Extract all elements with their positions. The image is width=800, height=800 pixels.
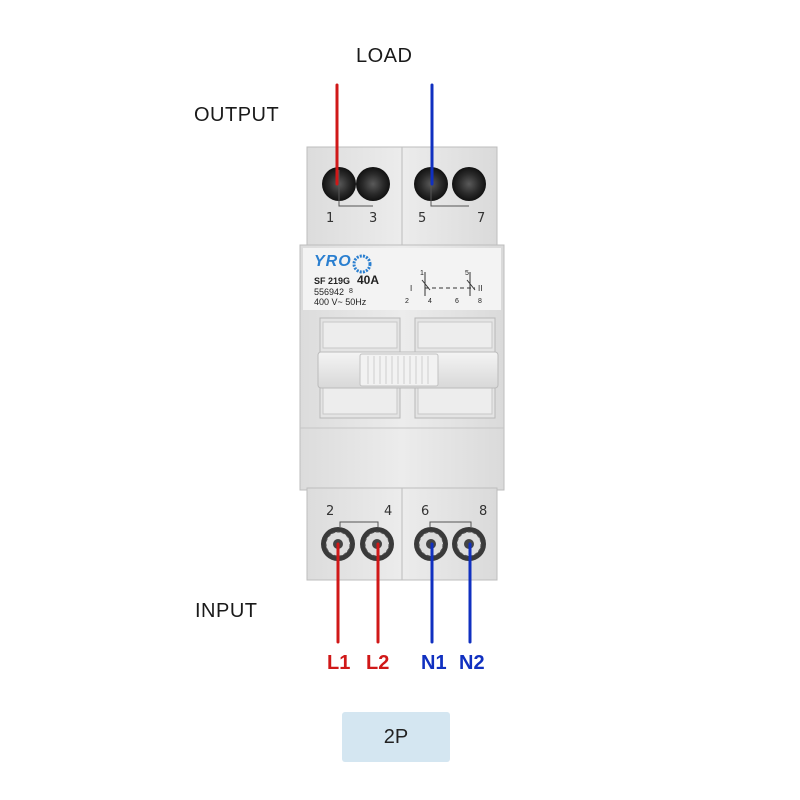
terminal-6: 6 <box>421 504 430 519</box>
terminal-3: 3 <box>369 211 378 226</box>
input-label: INPUT <box>195 600 258 622</box>
wire-label-n2: N2 <box>459 652 485 674</box>
brand-logo: YRO <box>314 253 352 270</box>
terminal-1: 1 <box>326 211 335 226</box>
current-rating: 40A <box>357 273 380 287</box>
schematic-terminal-8: 8 <box>478 298 482 305</box>
terminal-7: 7 <box>477 211 486 226</box>
schematic-pole-2: II <box>478 284 483 293</box>
load-label: LOAD <box>356 45 413 67</box>
schematic-pole-1: I <box>410 284 413 293</box>
terminal-8: 8 <box>479 504 488 519</box>
switch-body <box>299 244 505 491</box>
terminal-5: 5 <box>418 211 427 226</box>
schematic-terminal-2: 2 <box>405 298 409 305</box>
wire-label-n1: N1 <box>421 652 447 674</box>
screw-7 <box>452 167 486 201</box>
serial-suffix: 8 <box>349 288 353 295</box>
schematic-terminal-5: 5 <box>465 270 469 277</box>
screw-3 <box>356 167 390 201</box>
pole-count-badge: 2P <box>342 712 450 762</box>
voltage-spec: 400 V~ 50Hz <box>314 297 367 307</box>
wire-label-l2: L2 <box>366 652 390 674</box>
output-label: OUTPUT <box>194 104 280 126</box>
schematic-symbol <box>421 272 476 296</box>
schematic-terminal-6: 6 <box>455 298 459 305</box>
terminal-2: 2 <box>326 504 335 519</box>
model-number: SF 219G <box>314 276 351 286</box>
wire-label-l1: L1 <box>327 652 351 674</box>
schematic-terminal-1: 1 <box>420 270 424 277</box>
terminal-4: 4 <box>384 504 393 519</box>
serial-number: 556942 <box>314 287 345 297</box>
schematic-terminal-4: 4 <box>428 298 432 305</box>
top-terminal-block <box>306 146 498 248</box>
